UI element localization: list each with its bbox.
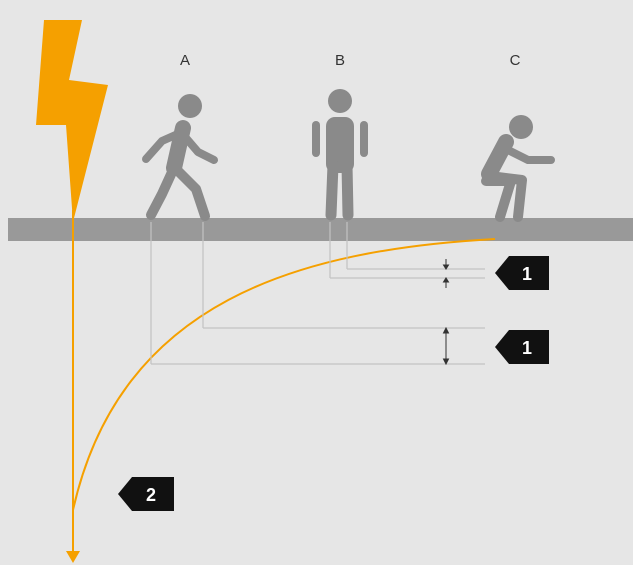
person-label-b: B [335,52,345,69]
person-label-a: A [180,52,190,69]
standing-person-icon [316,89,364,215]
walking-person-icon [146,94,214,216]
callout-number: 1 [522,264,532,284]
ground-surface [8,218,633,241]
callout-tag-ground-current: 2 [118,477,174,511]
current-path-arrow [66,210,80,563]
person-label-c: C [510,52,521,69]
callout-tag-step-voltage-upper: 1 [495,256,549,290]
potential-gradient-curve [73,239,495,510]
callout-number: 1 [522,338,532,358]
crouching-person-icon [486,115,551,217]
callout-tag-step-voltage-lower: 1 [495,330,549,364]
lightning-bolt-icon [36,20,108,222]
dimension-arrow-large [444,328,449,364]
callout-number: 2 [146,485,156,505]
dimension-arrows-small [444,259,449,288]
